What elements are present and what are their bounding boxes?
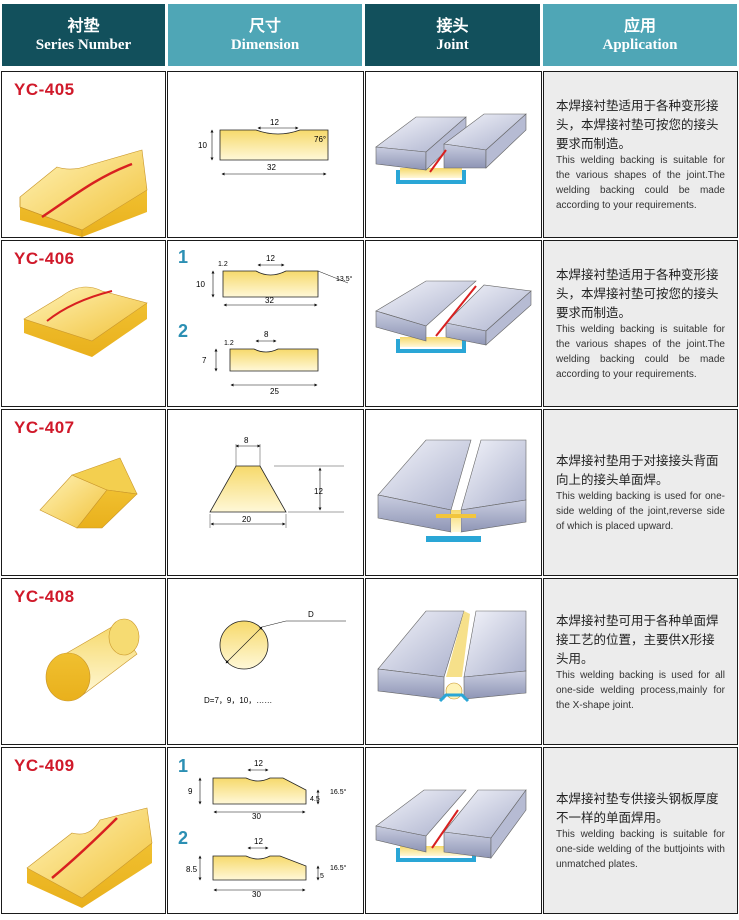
joint-cell — [365, 240, 542, 407]
series-cell: YC-408 — [1, 578, 166, 745]
variant-1-number: 1 — [178, 247, 188, 267]
header-application: 应用 Application — [543, 4, 737, 66]
header-application-zh: 应用 — [623, 16, 656, 35]
dim-height: 12 — [314, 487, 323, 496]
table-row: YC-409 1 12 9 4.5 16.5° 30 2 12 8.5 — [1, 747, 738, 914]
dimension-cell: D D=7，9，10，…… — [167, 578, 364, 745]
joint-cell — [365, 747, 542, 914]
header-dimension: 尺寸 Dimension — [168, 4, 362, 66]
dim-b-top: 8 — [264, 330, 269, 339]
series-code: YC-409 — [14, 756, 75, 775]
dim-diameter: D — [308, 610, 314, 619]
series-code: YC-406 — [14, 249, 75, 268]
dimension-drawing: 12 10 32 76° — [198, 118, 329, 176]
dim-b-angle: 16.5° — [330, 864, 347, 872]
table-row: YC-407 8 12 20 — [1, 409, 738, 576]
variant-2-number: 2 — [178, 828, 188, 848]
application-zh: 本焊接衬垫适用于各种变形接头，本焊接衬垫可按您的接头要求而制造。 — [556, 267, 719, 320]
header-application-en: Application — [602, 37, 678, 53]
series-code: YC-405 — [14, 80, 75, 99]
joint-cell — [365, 409, 542, 576]
dim-top-label: 12 — [270, 118, 279, 127]
dim-a-top: 12 — [266, 254, 275, 263]
backing-illustration — [19, 149, 148, 237]
dim-b-top: 12 — [254, 837, 263, 846]
series-cell: YC-409 — [1, 747, 166, 914]
dim-b-right: 5 — [320, 873, 324, 880]
backing-illustration — [23, 286, 148, 357]
series-cell: YC-405 — [1, 71, 166, 238]
header-series-en: Series Number — [35, 37, 132, 53]
backing-illustration — [39, 457, 138, 529]
table-row: YC-406 1 12 1.2 10 32 13.5° 2 8 1.2 7 — [1, 240, 738, 407]
application-cell: 本焊接衬垫专供接头钢板厚度不一样的单面焊用。 This welding back… — [543, 747, 738, 914]
dim-height-label: 10 — [198, 141, 207, 150]
application-zh: 本焊接衬垫可用于各种单面焊接工艺的位置，主要供X形接头用。 — [556, 612, 719, 666]
header-dimension-zh: 尺寸 — [248, 16, 281, 35]
header-joint: 接头 Joint — [365, 4, 540, 66]
dim-a-height: 9 — [188, 787, 193, 796]
joint-illustration — [375, 113, 527, 184]
application-zh: 本焊接衬垫用于对接接头背面向上的接头单面焊。 — [556, 453, 719, 487]
dim-note: D=7，9，10，…… — [204, 696, 272, 705]
table-row: YC-405 12 10 32 76° — [1, 71, 738, 238]
header-joint-zh: 接头 — [436, 16, 469, 35]
series-code: YC-407 — [14, 418, 75, 437]
application-cell: 本焊接衬垫用于对接接头背面向上的接头单面焊。 This welding back… — [543, 409, 738, 576]
dim-b-width: 30 — [252, 890, 261, 899]
series-cell: YC-407 — [1, 409, 166, 576]
dim-width: 20 — [242, 515, 251, 524]
joint-illustration — [375, 280, 532, 353]
dim-a-width: 32 — [265, 296, 274, 305]
dim-top: 8 — [244, 436, 249, 445]
header-series-number: 衬垫 Series Number — [2, 4, 165, 66]
dim-angle-label: 76° — [314, 135, 326, 144]
dimension-drawing: 1 12 1.2 10 32 13.5° 2 8 1.2 7 25 — [178, 247, 353, 396]
header-series-zh: 衬垫 — [67, 16, 100, 35]
variant-2-number: 2 — [178, 321, 188, 341]
series-cell: YC-406 — [1, 240, 166, 407]
dim-b-width: 25 — [270, 387, 279, 396]
dimension-cell: 1 12 1.2 10 32 13.5° 2 8 1.2 7 25 — [167, 240, 364, 407]
dim-a-right: 4.5 — [310, 796, 320, 803]
series-code: YC-408 — [14, 587, 75, 606]
dimension-drawing: 1 12 9 4.5 16.5° 30 2 12 8.5 5 16.5° 30 — [178, 756, 347, 899]
header-dimension-en: Dimension — [230, 37, 300, 53]
application-en: This welding backing is used for all one… — [556, 669, 725, 711]
dim-a-angle: 13.5° — [336, 275, 353, 283]
application-en: This welding backing is suitable for the… — [556, 324, 725, 380]
dim-a-angle: 16.5° — [330, 788, 347, 796]
joint-illustration — [377, 610, 527, 703]
dim-width-label: 32 — [267, 163, 276, 172]
dimension-drawing: 8 12 20 — [209, 436, 344, 528]
variant-1-number: 1 — [178, 756, 188, 776]
dimension-cell: 12 10 32 76° — [167, 71, 364, 238]
application-en: This welding backing is used for one-sid… — [556, 491, 725, 532]
table-row: YC-408 D D=7，9，10，…… 本焊接衬垫可用于各种 — [1, 578, 738, 745]
backing-illustration — [45, 618, 140, 702]
dimension-cell: 1 12 9 4.5 16.5° 30 2 12 8.5 5 16.5° 30 — [167, 747, 364, 914]
application-cell: 本焊接衬垫适用于各种变形接头，本焊接衬垫可按您的接头要求而制造。 This we… — [543, 71, 738, 238]
application-zh: 本焊接衬垫专供接头钢板厚度不一样的单面焊用。 — [556, 791, 719, 825]
dim-b-depth: 1.2 — [224, 340, 234, 347]
dimension-cell: 8 12 20 — [167, 409, 364, 576]
dim-a-depth: 1.2 — [218, 261, 228, 268]
joint-cell — [365, 71, 542, 238]
application-cell: 本焊接衬垫可用于各种单面焊接工艺的位置，主要供X形接头用。 This weldi… — [543, 578, 738, 745]
application-cell: 本焊接衬垫适用于各种变形接头，本焊接衬垫可按您的接头要求而制造。 This we… — [543, 240, 738, 407]
dim-b-height: 8.5 — [186, 865, 198, 874]
joint-illustration — [375, 789, 527, 862]
application-en: This welding backing is suitable for one… — [556, 829, 725, 870]
backing-illustration — [26, 807, 153, 908]
application-zh: 本焊接衬垫适用于各种变形接头，本焊接衬垫可按您的接头要求而制造。 — [556, 98, 719, 151]
application-en: This welding backing is suitable for the… — [556, 155, 725, 211]
joint-cell — [365, 578, 542, 745]
dim-a-height: 10 — [196, 280, 205, 289]
header-joint-en: Joint — [436, 37, 469, 53]
dim-b-height: 7 — [202, 356, 207, 365]
dim-a-top: 12 — [254, 759, 263, 768]
dimension-drawing: D D=7，9，10，…… — [204, 610, 346, 705]
dim-a-width: 30 — [252, 812, 261, 821]
joint-illustration — [377, 439, 527, 542]
